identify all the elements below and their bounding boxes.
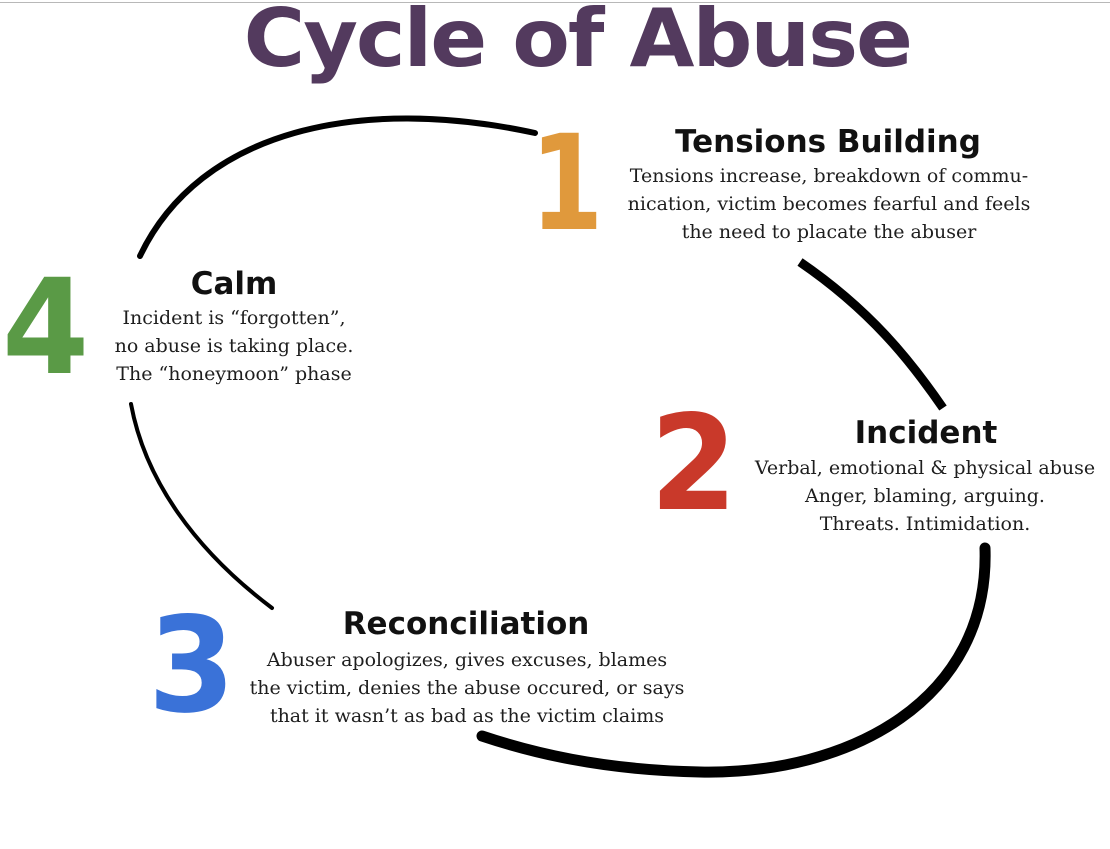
stage-4-description: Incident is “forgotten”, no abuse is tak… bbox=[92, 304, 376, 388]
stage-4-line: The “honeymoon” phase bbox=[116, 363, 352, 385]
stage-2-line: Threats. Intimidation. bbox=[819, 513, 1031, 535]
stage-4-number: 4 bbox=[2, 251, 90, 405]
arc-4-to-1 bbox=[137, 115, 538, 259]
stage-3-line: that it wasn’t as bad as the victim clai… bbox=[269, 705, 665, 727]
arc-1-to-2 bbox=[797, 258, 947, 411]
stage-3-line: the victim, denies the abuse occured, or… bbox=[249, 677, 685, 699]
stage-2-line: Anger, blaming, arguing. bbox=[805, 485, 1045, 507]
stage-2-line: Verbal, emotional & physical abuse bbox=[754, 457, 1096, 479]
stage-3-description: Abuser apologizes, gives excuses, blames… bbox=[234, 646, 700, 730]
stage-3-heading: Reconciliation bbox=[342, 606, 590, 642]
stage-1-line: the need to placate the abuser bbox=[681, 221, 977, 243]
top-border-line bbox=[0, 2, 1110, 3]
stage-4-line: Incident is “forgotten”, bbox=[122, 307, 346, 329]
stage-2-number: 2 bbox=[650, 387, 738, 541]
stage-3-line: Abuser apologizes, gives excuses, blames bbox=[266, 649, 668, 671]
stage-1-number: 1 bbox=[530, 107, 604, 261]
stage-1-line: Tensions increase, breakdown of commu- bbox=[629, 165, 1029, 187]
stage-1-line: nication, victim becomes fearful and fee… bbox=[627, 193, 1031, 215]
stage-2-description: Verbal, emotional & physical abuse Anger… bbox=[732, 454, 1110, 538]
stage-1-heading: Tensions Building bbox=[675, 124, 981, 160]
stage-4-line: no abuse is taking place. bbox=[114, 335, 354, 357]
arc-2-to-3 bbox=[476, 542, 991, 778]
stage-3-number: 3 bbox=[148, 589, 236, 743]
stage-4-heading: Calm bbox=[190, 266, 278, 302]
stage-1-description: Tensions increase, breakdown of commu- n… bbox=[596, 162, 1062, 246]
arc-3-to-4 bbox=[129, 402, 274, 610]
stage-2-heading: Incident bbox=[854, 415, 998, 451]
diagram-title: Cycle of Abuse bbox=[243, 0, 913, 85]
